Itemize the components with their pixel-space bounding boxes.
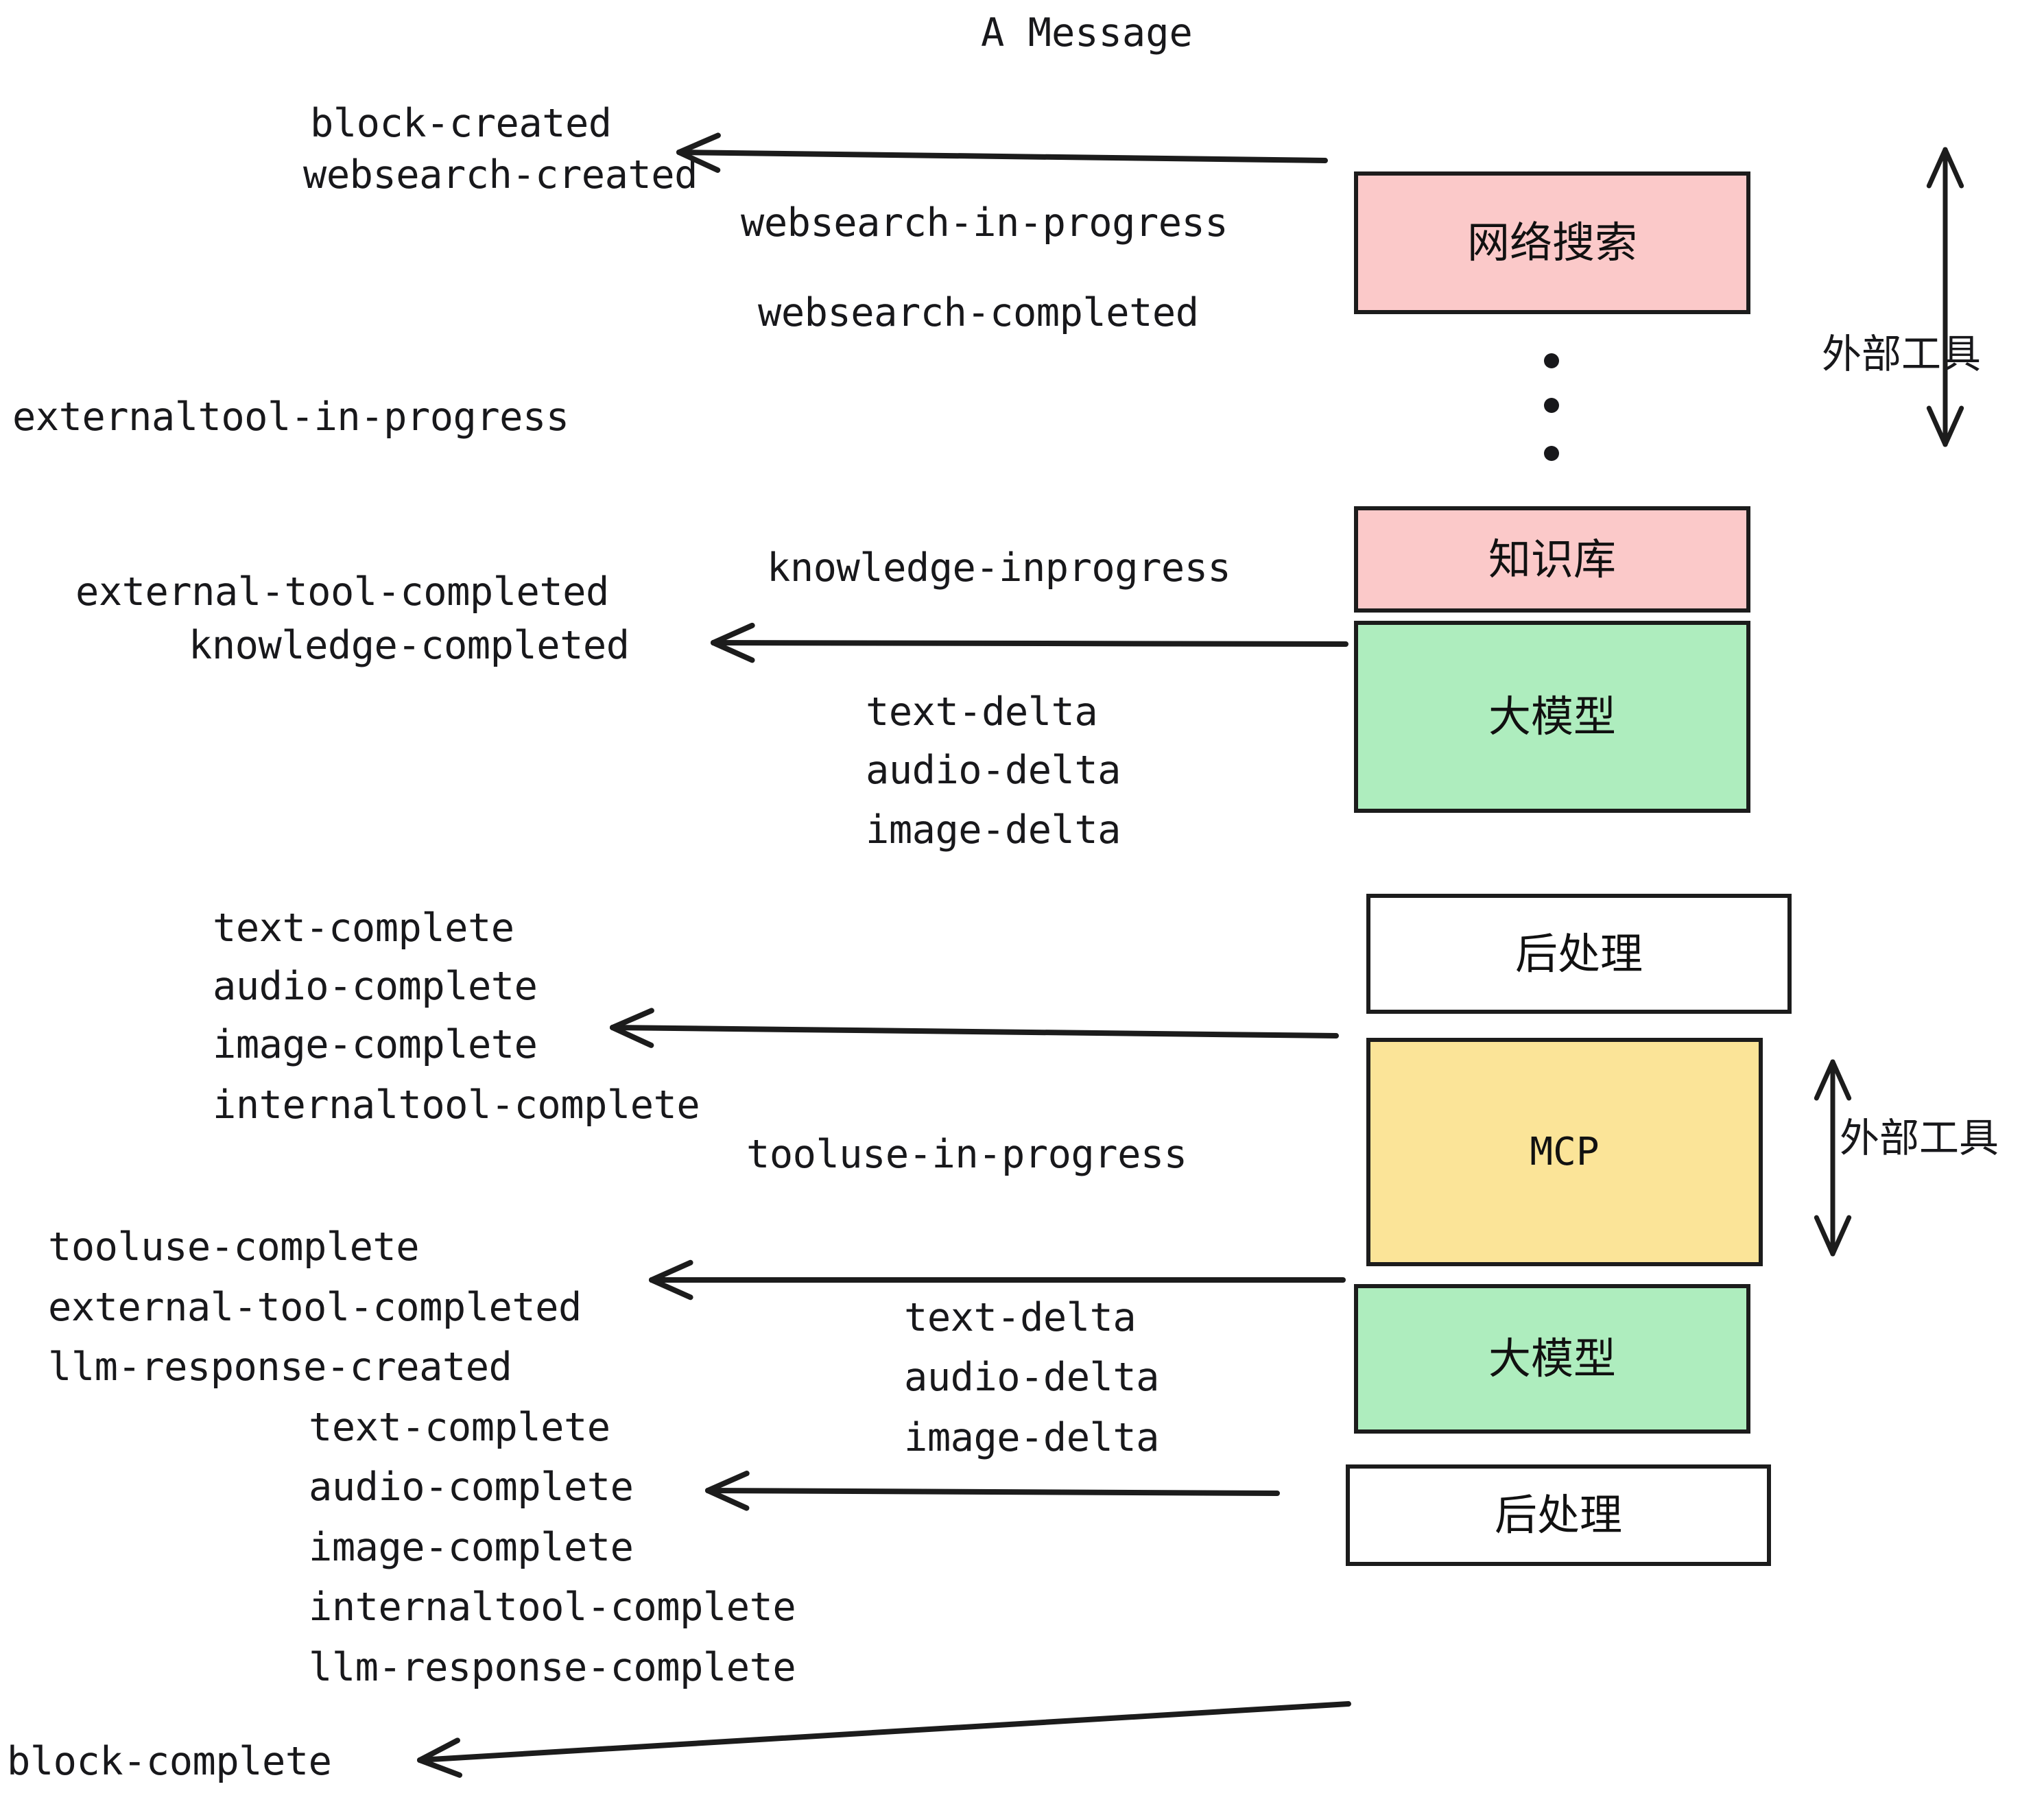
arrow-websearch-to-block bbox=[676, 132, 1328, 174]
event-label-11: llm-response-created bbox=[48, 1344, 512, 1390]
event-label-mid-2: knowledge-inprogress bbox=[767, 545, 1231, 591]
event-label-0: block-created bbox=[310, 101, 612, 146]
event-label-mid-5: image-delta bbox=[866, 807, 1121, 853]
event-label-6: audio-complete bbox=[213, 964, 538, 1009]
event-label-5: text-complete bbox=[213, 905, 514, 951]
event-label-7: image-complete bbox=[213, 1022, 538, 1067]
event-label-10: external-tool-completed bbox=[48, 1285, 582, 1330]
event-label-mid-8: audio-delta bbox=[904, 1355, 1160, 1400]
event-label-4: knowledge-completed bbox=[189, 623, 630, 668]
event-label-9: tooluse-complete bbox=[48, 1224, 420, 1270]
event-label-mid-0: websearch-in-progress bbox=[741, 200, 1228, 246]
component-node-4: MCP bbox=[1366, 1038, 1763, 1266]
event-label-14: image-complete bbox=[309, 1525, 634, 1570]
component-node-1: 知识库 bbox=[1354, 506, 1750, 613]
arrow-llm-to-audio-complete bbox=[705, 1470, 1280, 1511]
arrow-mcp-to-image-complete bbox=[610, 1008, 1339, 1048]
event-label-3: external-tool-completed bbox=[75, 569, 609, 615]
external-tool-label-0: 外部工具 bbox=[1822, 331, 1982, 377]
event-label-8: internaltool-complete bbox=[213, 1082, 700, 1128]
event-label-mid-7: text-delta bbox=[904, 1295, 1137, 1340]
event-label-13: audio-complete bbox=[309, 1464, 634, 1510]
event-label-17: block-complete bbox=[7, 1739, 332, 1784]
ellipsis-dot-1 bbox=[1544, 398, 1559, 413]
component-node-3: 后处理 bbox=[1366, 894, 1792, 1014]
component-node-6: 后处理 bbox=[1346, 1464, 1771, 1566]
event-label-mid-6: tooluse-in-progress bbox=[746, 1132, 1187, 1177]
external-tool-bracket-top bbox=[1926, 147, 1964, 447]
page-title: A Message bbox=[981, 10, 1193, 56]
arrow-post-to-block-complete bbox=[417, 1701, 1351, 1778]
external-tool-label-1: 外部工具 bbox=[1840, 1115, 1999, 1161]
component-node-2: 大模型 bbox=[1354, 621, 1750, 813]
event-label-2: externaltool-in-progress bbox=[12, 394, 569, 440]
event-label-16: llm-response-complete bbox=[309, 1645, 796, 1690]
event-label-15: internaltool-complete bbox=[309, 1585, 796, 1630]
event-label-mid-9: image-delta bbox=[904, 1415, 1160, 1460]
event-label-1: websearch-created bbox=[303, 152, 698, 198]
event-label-mid-1: websearch-completed bbox=[758, 290, 1199, 335]
ellipsis-dot-2 bbox=[1544, 446, 1559, 461]
component-node-5: 大模型 bbox=[1354, 1284, 1750, 1434]
event-label-mid-4: audio-delta bbox=[866, 748, 1121, 793]
event-label-mid-3: text-delta bbox=[866, 689, 1098, 735]
arrow-llm-to-knowledge bbox=[711, 622, 1348, 663]
ellipsis-dot-0 bbox=[1544, 353, 1559, 368]
component-node-0: 网络搜索 bbox=[1354, 171, 1750, 314]
arrow-llm-to-tooluse-complete bbox=[649, 1259, 1346, 1301]
event-label-12: text-complete bbox=[309, 1405, 610, 1450]
